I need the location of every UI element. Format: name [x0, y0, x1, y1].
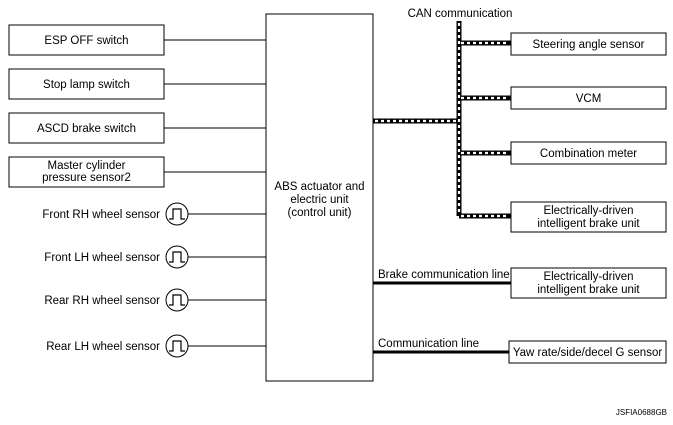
brake-comm-electric-brake-unit-node: Electrically-driven intelligent brake un… [510, 267, 667, 299]
wheel-sensor-icon [165, 202, 189, 226]
can-electric-brake-unit-node: Electrically-driven intelligent brake un… [510, 201, 667, 233]
yaw-rate-sensor-label: Yaw rate/side/decel G sensor [513, 347, 663, 359]
esp-off-switch-label: ESP OFF switch [44, 35, 128, 47]
brake-communication-line: Brake communication line [373, 269, 511, 285]
stop-lamp-switch-node: Stop lamp switch [8, 68, 165, 100]
steering-angle-sensor-node: Steering angle sensor [510, 32, 667, 56]
pulse-signal-icon [169, 208, 185, 220]
wheel-sensor-icon [165, 245, 189, 269]
control-unit-label-line2: electric unit [290, 194, 349, 206]
ascd-brake-switch-label: ASCD brake switch [37, 123, 136, 135]
master-cylinder-sensor-node: Master cylinder pressure sensor2 [8, 156, 165, 188]
pulse-signal-icon [169, 294, 185, 306]
front-rh-wheel-sensor-label: Front RH wheel sensor [42, 209, 160, 221]
yaw-rate-sensor-node: Yaw rate/side/decel G sensor [508, 340, 667, 364]
steering-angle-sensor-label: Steering angle sensor [533, 39, 645, 51]
brake-comm-unit-label-line1: Electrically-driven [543, 271, 633, 283]
master-cylinder-label-line1: Master cylinder [48, 160, 126, 172]
figure-code: JSFIA0688GB [616, 408, 667, 417]
control-unit-label-line1: ABS actuator and [274, 181, 364, 193]
wheel-sensor-icon [165, 334, 189, 358]
can-bus: CAN communication [373, 8, 513, 219]
abs-control-unit-node: ABS actuator and electric unit (control … [265, 13, 374, 382]
combination-meter-node: Combination meter [510, 141, 667, 165]
vcm-label: VCM [576, 93, 602, 105]
wheel-sensor-icon [165, 288, 189, 312]
can-communication-label: CAN communication [408, 8, 513, 20]
brake-comm-unit-label-line2: intelligent brake unit [537, 284, 640, 296]
combination-meter-label: Combination meter [540, 148, 637, 160]
esp-off-switch-node: ESP OFF switch [8, 24, 165, 56]
rear-rh-wheel-sensor-node: Rear RH wheel sensor [44, 288, 189, 312]
front-lh-wheel-sensor-node: Front LH wheel sensor [44, 245, 189, 269]
brake-communication-label: Brake communication line [378, 269, 510, 281]
master-cylinder-label-line2: pressure sensor2 [42, 172, 131, 184]
pulse-signal-icon [169, 340, 185, 352]
rear-lh-wheel-sensor-label: Rear LH wheel sensor [46, 341, 160, 353]
front-lh-wheel-sensor-label: Front LH wheel sensor [44, 252, 160, 264]
communication-line-label: Communication line [378, 338, 479, 350]
front-rh-wheel-sensor-node: Front RH wheel sensor [42, 202, 189, 226]
ascd-brake-switch-node: ASCD brake switch [8, 112, 165, 144]
rear-rh-wheel-sensor-label: Rear RH wheel sensor [44, 295, 160, 307]
can-electric-brake-label-line2: intelligent brake unit [537, 218, 640, 230]
stop-lamp-switch-label: Stop lamp switch [43, 79, 130, 91]
communication-line: Communication line [373, 338, 509, 354]
control-unit-label-line3: (control unit) [288, 207, 352, 219]
vcm-node: VCM [510, 86, 667, 110]
can-electric-brake-label-line1: Electrically-driven [543, 205, 633, 217]
rear-lh-wheel-sensor-node: Rear LH wheel sensor [46, 334, 189, 358]
pulse-signal-icon [169, 251, 185, 263]
